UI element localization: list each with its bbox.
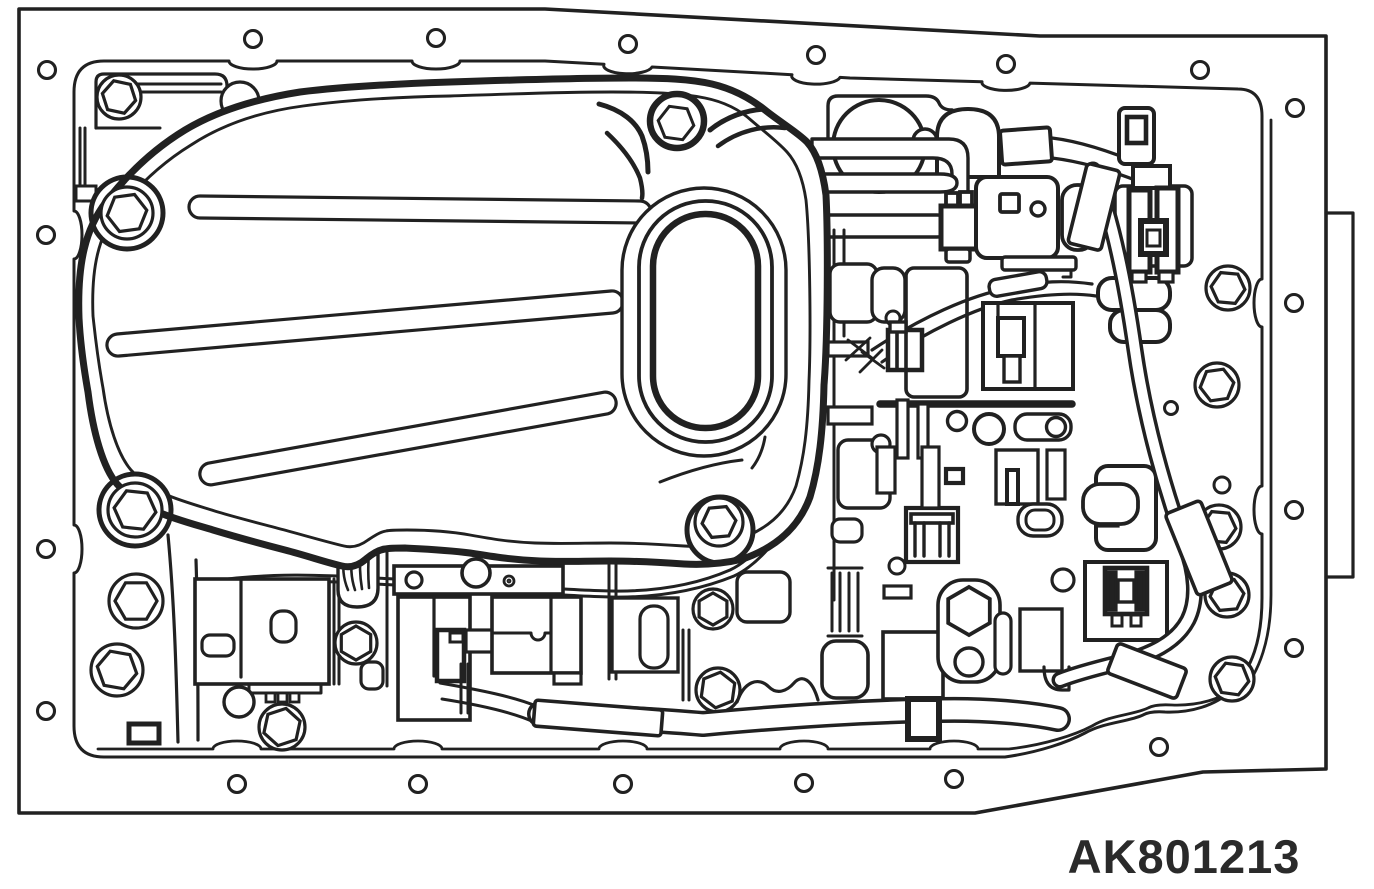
svg-text:AK801213: AK801213 [1068, 830, 1301, 883]
